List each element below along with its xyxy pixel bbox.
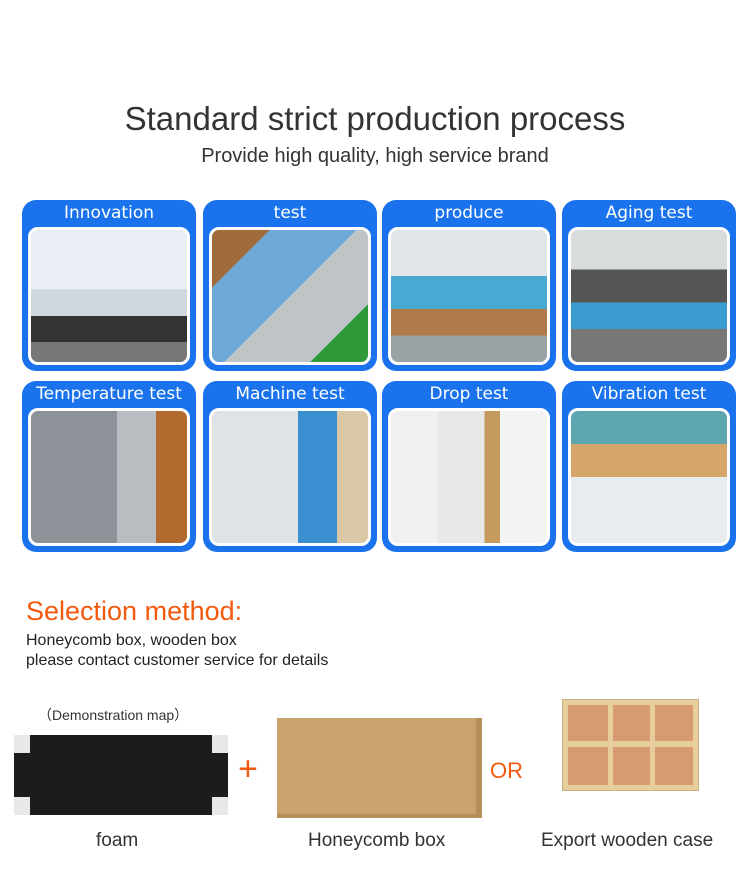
card-label: Vibration test [591,384,707,404]
card-label: Innovation [63,203,154,223]
foam-image [14,735,228,815]
card-label: Aging test [605,203,693,223]
card-label: Temperature test [36,384,182,404]
drop-test-photo [388,408,550,546]
selection-line-2: please contact customer service for deta… [26,652,329,669]
office-photo [28,227,190,365]
selection-line-1: Honeycomb box, wooden box [26,632,237,649]
page-title: Standard strict production process [124,100,626,137]
wooden-case-image [562,699,699,791]
process-card-machine-test: Machine test [203,381,377,552]
aging-test-photo [568,227,730,365]
foam-caption: foam [96,830,139,851]
selection-title: Selection method: [26,596,243,626]
or-label: OR [490,758,523,783]
production-photo [388,227,550,365]
card-label: Drop test [429,384,509,404]
process-card-vibration-test: Vibration test [562,381,736,552]
wooden-case-caption: Export wooden case [541,830,714,851]
process-card-temperature-test: Temperature test [22,381,196,552]
process-card-test: test [203,200,377,371]
machine-test-photo [209,408,371,546]
card-label: produce [434,203,504,223]
process-card-innovation: Innovation [22,200,196,371]
page-subtitle: Provide high quality, high service brand [201,145,549,167]
process-card-produce: produce [382,200,556,371]
honeycomb-caption: Honeycomb box [308,830,446,851]
honeycomb-box-image [277,718,482,818]
process-card-drop-test: Drop test [382,381,556,552]
plus-sign: + [238,750,258,788]
demonstration-note: （Demonstration map） [38,707,189,723]
process-card-aging-test: Aging test [562,200,736,371]
temperature-test-photo [28,408,190,546]
test-photo [209,227,371,365]
card-label: test [273,203,307,223]
card-label: Machine test [235,384,345,404]
vibration-test-photo [568,408,730,546]
